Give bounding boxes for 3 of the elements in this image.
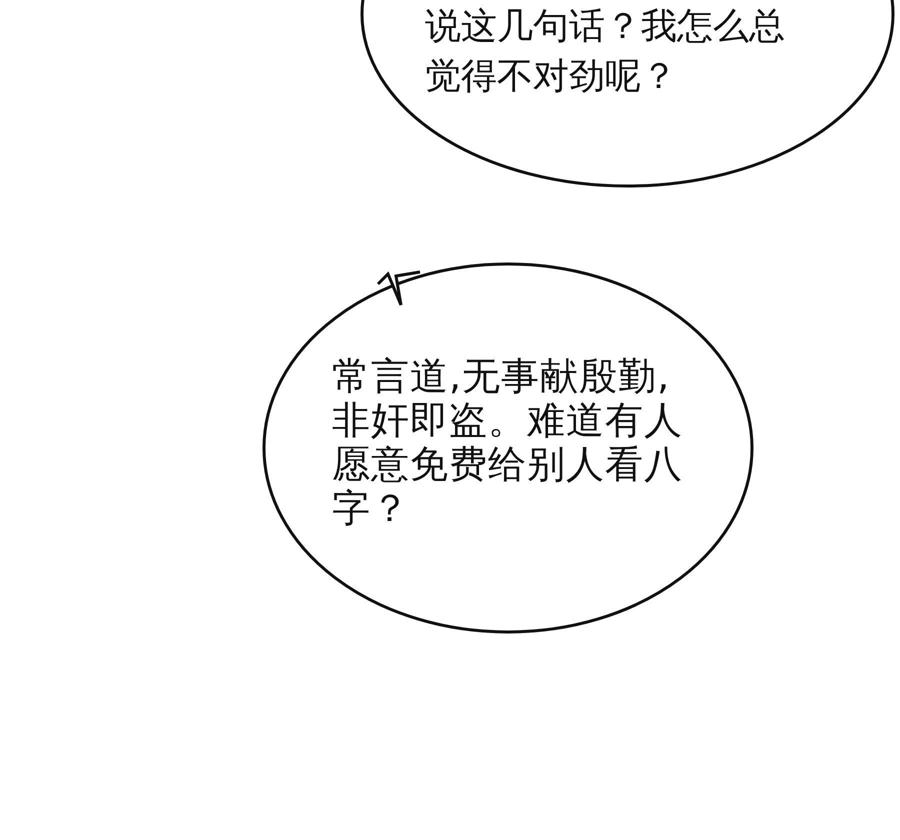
dialogue-text: 说这几句话？我怎么总觉得不对劲呢？ [425,5,786,99]
speech-bubble [262,262,754,634]
dialogue-text: 常言道,无事献殷勤,非奸即盗。难道有人愿意免费给别人看八字？ [332,354,684,530]
